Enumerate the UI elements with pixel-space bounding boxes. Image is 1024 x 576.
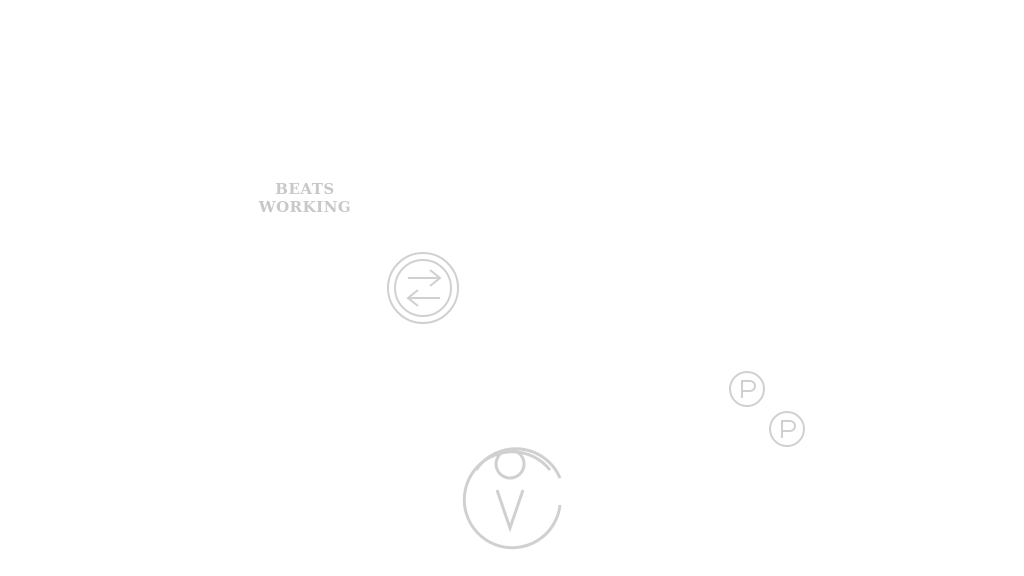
faded-heading: BEATS WORKING: [245, 180, 365, 216]
heading-line-1: BEATS: [275, 180, 335, 198]
parking-icon: [729, 371, 765, 407]
parking-icon: [769, 411, 805, 447]
heading-line-2: WORKING: [258, 198, 352, 216]
exchange-arrows-icon: [387, 252, 459, 324]
location-cycle-icon: [462, 447, 562, 550]
